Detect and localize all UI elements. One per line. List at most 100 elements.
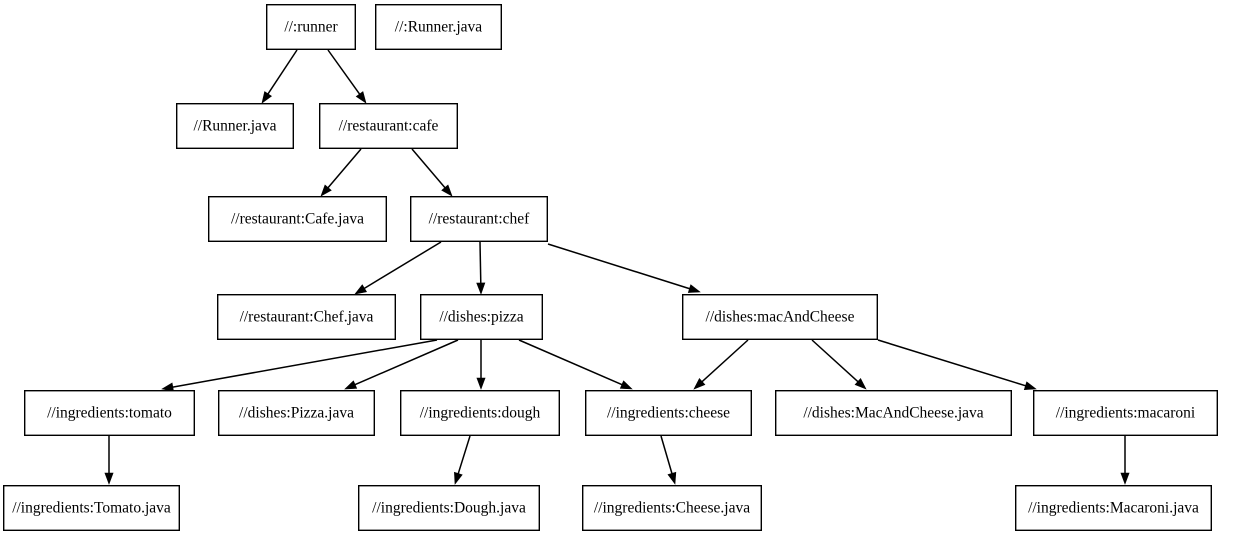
node-label: //ingredients:Macaroni.java (1028, 500, 1199, 517)
edge-line (411, 148, 447, 190)
node-box[interactable] (266, 3, 357, 50)
node-restaurant_Chef_java[interactable]: //restaurant:Chef.java (216, 294, 397, 341)
node-label: //dishes:Pizza.java (239, 405, 354, 422)
edge-line (700, 339, 749, 384)
node-ingredients_Cheese_java[interactable]: //ingredients:Cheese.java (582, 485, 763, 532)
node-box[interactable] (400, 390, 561, 437)
node-box[interactable] (3, 485, 181, 532)
edge-dishes_pizza-to-ingredients_tomato (161, 339, 438, 392)
edge-dishes_macAndCheese-to-dishes_MacAndCheese_java (811, 339, 867, 390)
edge-line (877, 339, 1028, 387)
node-dishes_MacAndCheese_java[interactable]: //dishes:MacAndCheese.java (775, 390, 1013, 437)
node-box[interactable] (582, 485, 763, 532)
arrowhead-icon (1023, 381, 1037, 390)
edge-runner-to-Runner_java (261, 49, 298, 104)
arrowhead-icon (667, 471, 677, 485)
edge-dishes_pizza-to-ingredients_dough (476, 340, 486, 390)
node-box[interactable] (175, 102, 294, 149)
edge-restaurant_chef-to-dishes_pizza (476, 241, 486, 295)
edge-line (362, 241, 442, 290)
edge-line (457, 435, 471, 476)
edge-dishes_pizza-to-dishes_Pizza_java (344, 339, 459, 390)
edge-line (171, 339, 438, 389)
node-ingredients_tomato[interactable]: //ingredients:tomato (24, 390, 196, 437)
node-label: //:runner (284, 19, 338, 36)
edge-line (660, 435, 674, 476)
edge-ingredients_macaroni-to-ingredients_Macaroni_java (1120, 436, 1130, 485)
node-box[interactable] (24, 390, 196, 437)
edge-line (518, 339, 624, 386)
node-label: //restaurant:cafe (339, 118, 439, 135)
arrowhead-icon (161, 382, 174, 392)
node-label: //dishes:macAndCheese (706, 309, 855, 326)
edge-line (811, 339, 860, 384)
edge-ingredients_cheese-to-ingredients_Cheese_java (660, 435, 677, 485)
node-label: //ingredients:Dough.java (372, 500, 526, 517)
node-dishes_macAndCheese[interactable]: //dishes:macAndCheese (682, 294, 879, 341)
edge-restaurant_chef-to-dishes_macAndCheese (547, 243, 701, 293)
node-box[interactable] (410, 195, 549, 242)
edge-restaurant_cafe-to-restaurant_chef (411, 148, 453, 197)
node-label: //ingredients:Tomato.java (12, 500, 171, 517)
node-box[interactable] (207, 195, 388, 242)
node-ingredients_Tomato_java[interactable]: //ingredients:Tomato.java (3, 485, 181, 532)
arrowhead-icon (476, 282, 486, 295)
arrowhead-icon (687, 284, 701, 293)
arrowhead-icon (344, 380, 358, 390)
edge-ingredients_dough-to-ingredients_Dough_java (454, 435, 471, 485)
node-box[interactable] (682, 294, 879, 341)
arrowhead-icon (354, 284, 368, 295)
edge-dishes_macAndCheese-to-ingredients_cheese (693, 339, 749, 390)
node-restaurant_chef[interactable]: //restaurant:chef (410, 195, 549, 242)
node-restaurant_cafe[interactable]: //restaurant:cafe (319, 102, 459, 149)
node-label: //Runner.java (193, 118, 276, 135)
node-box[interactable] (375, 3, 503, 50)
arrowhead-icon (693, 378, 706, 390)
arrowhead-icon (619, 380, 633, 390)
arrowhead-icon (454, 471, 463, 485)
node-box[interactable] (585, 390, 753, 437)
node-label: //ingredients:Cheese.java (594, 500, 750, 517)
node-box[interactable] (358, 485, 541, 532)
node-label: //ingredients:cheese (607, 405, 730, 422)
arrowhead-icon (854, 378, 867, 390)
edge-restaurant_chef-to-restaurant_Chef_java (354, 241, 442, 295)
edges-layer (104, 49, 1130, 485)
node-ingredients_Dough_java[interactable]: //ingredients:Dough.java (358, 485, 541, 532)
node-dishes_pizza[interactable]: //dishes:pizza (420, 294, 544, 341)
arrowhead-icon (441, 184, 453, 197)
node-root_Runner_java[interactable]: //:Runner.java (375, 3, 503, 50)
node-box[interactable] (420, 294, 544, 341)
node-box[interactable] (1015, 485, 1213, 532)
node-restaurant_Cafe_java[interactable]: //restaurant:Cafe.java (207, 195, 388, 242)
node-Runner_java[interactable]: //Runner.java (175, 102, 294, 149)
node-box[interactable] (216, 294, 397, 341)
node-ingredients_Macaroni_java[interactable]: //ingredients:Macaroni.java (1015, 485, 1213, 532)
arrowhead-icon (355, 91, 367, 104)
node-label: //dishes:pizza (439, 309, 523, 326)
node-box[interactable] (1032, 390, 1218, 437)
edge-line (479, 241, 482, 285)
node-ingredients_macaroni[interactable]: //ingredients:macaroni (1032, 390, 1218, 437)
node-dishes_Pizza_java[interactable]: //dishes:Pizza.java (217, 390, 376, 437)
node-label: //ingredients:dough (420, 405, 541, 422)
edge-runner-to-restaurant_cafe (327, 49, 367, 104)
edge-dishes_macAndCheese-to-ingredients_macaroni (877, 339, 1037, 390)
arrowhead-icon (1120, 472, 1130, 485)
edge-ingredients_tomato-to-ingredients_Tomato_java (104, 436, 114, 485)
edge-line (327, 49, 362, 96)
node-ingredients_dough[interactable]: //ingredients:dough (400, 390, 561, 437)
node-label: //restaurant:Cafe.java (231, 211, 364, 228)
node-box[interactable] (775, 390, 1013, 437)
node-box[interactable] (319, 102, 459, 149)
edge-line (547, 243, 692, 290)
nodes-layer: //:runner //:Runner.java //Runner.java //re… (3, 3, 1218, 532)
arrowhead-icon (261, 91, 273, 104)
node-label: //restaurant:Chef.java (240, 309, 374, 326)
node-label: //ingredients:tomato (47, 405, 172, 422)
edge-dishes_pizza-to-ingredients_cheese (518, 339, 633, 390)
node-box[interactable] (217, 390, 376, 437)
node-runner[interactable]: //:runner (266, 3, 357, 50)
node-ingredients_cheese[interactable]: //ingredients:cheese (585, 390, 753, 437)
